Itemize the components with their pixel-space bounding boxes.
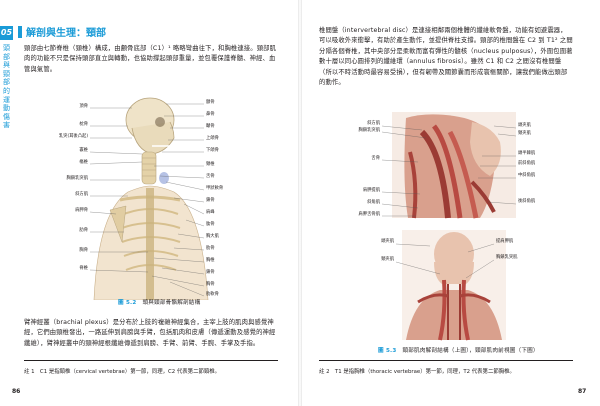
section-title: 解剖與生理：頸部 <box>26 28 106 39</box>
label-clavicle-2: 鎖骨 <box>206 270 215 275</box>
right-paragraph-1: 椎間盤（intervertebral disc）是連接相鄰兩個椎體的纖維軟骨盤，… <box>319 27 573 87</box>
label-semispinalis-top: 頭半棘肌 <box>518 151 536 156</box>
skeleton-figure: 頂骨 枕骨 乳突(耳後凸起) 寰椎 樞椎 胸鎖乳突肌 斜方肌 肩胛骨 肋骨 胸骨… <box>24 92 278 300</box>
label-splenius-cervicis-bottom: 頸夾肌 <box>381 257 394 262</box>
label-thyroid-cartilage: 甲狀軟骨 <box>206 186 224 191</box>
label-atlas: 寰椎 <box>79 148 88 153</box>
label-scalene-top: 斜角肌 <box>367 200 380 205</box>
left-footnote-rule <box>24 360 278 361</box>
label-thoracic: 胸椎 <box>206 258 215 263</box>
chapter-side-tab: 05 頭部與頸部的運動傷害 <box>0 0 13 406</box>
right-figure-caption: 圖 5.3 頸部肌肉解剖結構（上圖），頸部肌肉前視圖（下圖） <box>378 346 539 354</box>
right-figure-caption-text: 頸部肌肉解剖結構（上圖），頸部肌肉前視圖（下圖） <box>402 348 539 354</box>
label-frontal: 額骨 <box>206 100 215 105</box>
label-acromion: 肩峰 <box>206 210 215 215</box>
chapter-label: 頭部與頸部的運動傷害 <box>3 44 10 130</box>
chapter-number: 05 <box>0 26 13 40</box>
label-spine: 脊椎 <box>79 266 88 271</box>
label-splenius-cervicis-top: 頸夾肌 <box>518 131 531 136</box>
book-gutter <box>298 0 302 406</box>
label-hyoid-top: 舌骨 <box>371 156 380 161</box>
label-mastoid: 乳突(耳後凸起) <box>58 134 88 139</box>
label-ribs-left: 肋骨 <box>79 228 88 233</box>
label-pectoralis: 胸大肌 <box>206 234 219 239</box>
right-figure-number: 圖 5.3 <box>378 348 397 354</box>
label-humerus: 肱骨 <box>206 222 215 227</box>
label-posterior-scalene-top: 後斜角肌 <box>518 199 536 204</box>
label-omohyoid-top: 肩胛舌骨肌 <box>358 212 380 217</box>
label-nasal: 鼻骨 <box>206 112 215 117</box>
label-axis: 樞椎 <box>79 160 88 165</box>
label-scm: 胸鎖乳突肌 <box>66 176 88 181</box>
skeleton-illustration <box>89 97 209 300</box>
neck-muscle-illustration <box>381 112 517 341</box>
label-hyoid: 舌骨 <box>206 174 215 179</box>
section-header: 解剖與生理：頸部 <box>18 25 106 39</box>
label-cervical: 頸椎 <box>206 162 215 167</box>
right-footnote: 註 2 T1 是指胸椎（thoracic vertebrae）第一節，同理，T2… <box>319 369 515 375</box>
right-footnote-rule <box>319 360 573 361</box>
label-anterior-scalene-top: 前斜角肌 <box>518 161 536 166</box>
label-levator-bottom: 提肩胛肌 <box>496 239 514 244</box>
label-occipital: 枕骨 <box>79 122 88 127</box>
label-ribs-right: 肋骨 <box>206 246 215 251</box>
label-parietal: 頂骨 <box>79 104 88 109</box>
label-scm-top: 胸鎖乳突肌 <box>358 128 380 133</box>
label-splenius-capitis-top: 頭夾肌 <box>518 123 531 128</box>
label-levator-top: 肩胛提肌 <box>362 188 380 193</box>
left-page-number: 86 <box>12 388 21 395</box>
left-paragraph-1: 頸部由七節脊椎（頸椎）構成，由顱骨底部（C1）¹ 略略彎曲往下，和胸椎連接。頸部… <box>24 45 277 73</box>
label-sternum-right: 胸骨 <box>206 282 215 287</box>
label-trapezius: 斜方肌 <box>75 192 88 197</box>
label-middle-scalene-top: 中斜角肌 <box>518 173 536 178</box>
left-figure-caption-text: 頭與頸部骨骼解剖結構 <box>142 300 201 306</box>
right-page-number: 87 <box>578 388 587 395</box>
section-accent-bar <box>18 25 22 38</box>
label-splenius-capitis-bottom: 頭夾肌 <box>381 239 394 244</box>
label-costal-cartilage: 肋軟骨 <box>206 292 219 297</box>
label-clavicle: 鎖骨 <box>206 198 215 203</box>
left-paragraph-2: 臂神經叢（brachial plexus）是分布於上肢的複雜神經集合，主宰上肢的… <box>24 319 276 347</box>
left-figure-caption: 圖 5.2 頭與頸部骨骼解剖結構 <box>118 298 200 306</box>
label-scapula: 肩胛骨 <box>75 208 88 213</box>
label-trapezius-top: 斜方肌 <box>367 121 380 126</box>
label-mandible: 下頜骨 <box>206 148 219 153</box>
left-figure-number: 圖 5.2 <box>118 300 137 306</box>
label-temporal: 顳骨 <box>206 124 215 129</box>
neck-muscle-figure: 斜方肌 胸鎖乳突肌 舌骨 肩胛提肌 斜角肌 肩胛舌骨肌 頭夾肌 頸夾肌 頭半棘肌… <box>322 112 574 344</box>
left-footnote: 註 1 C1 是指頸椎（cervical vertebrae）第一節，同理，C2… <box>24 369 221 375</box>
label-maxilla: 上頜骨 <box>206 136 219 141</box>
label-sternum-left: 胸骨 <box>79 248 88 253</box>
label-scm-bottom: 胸鎖乳突肌 <box>496 255 518 260</box>
